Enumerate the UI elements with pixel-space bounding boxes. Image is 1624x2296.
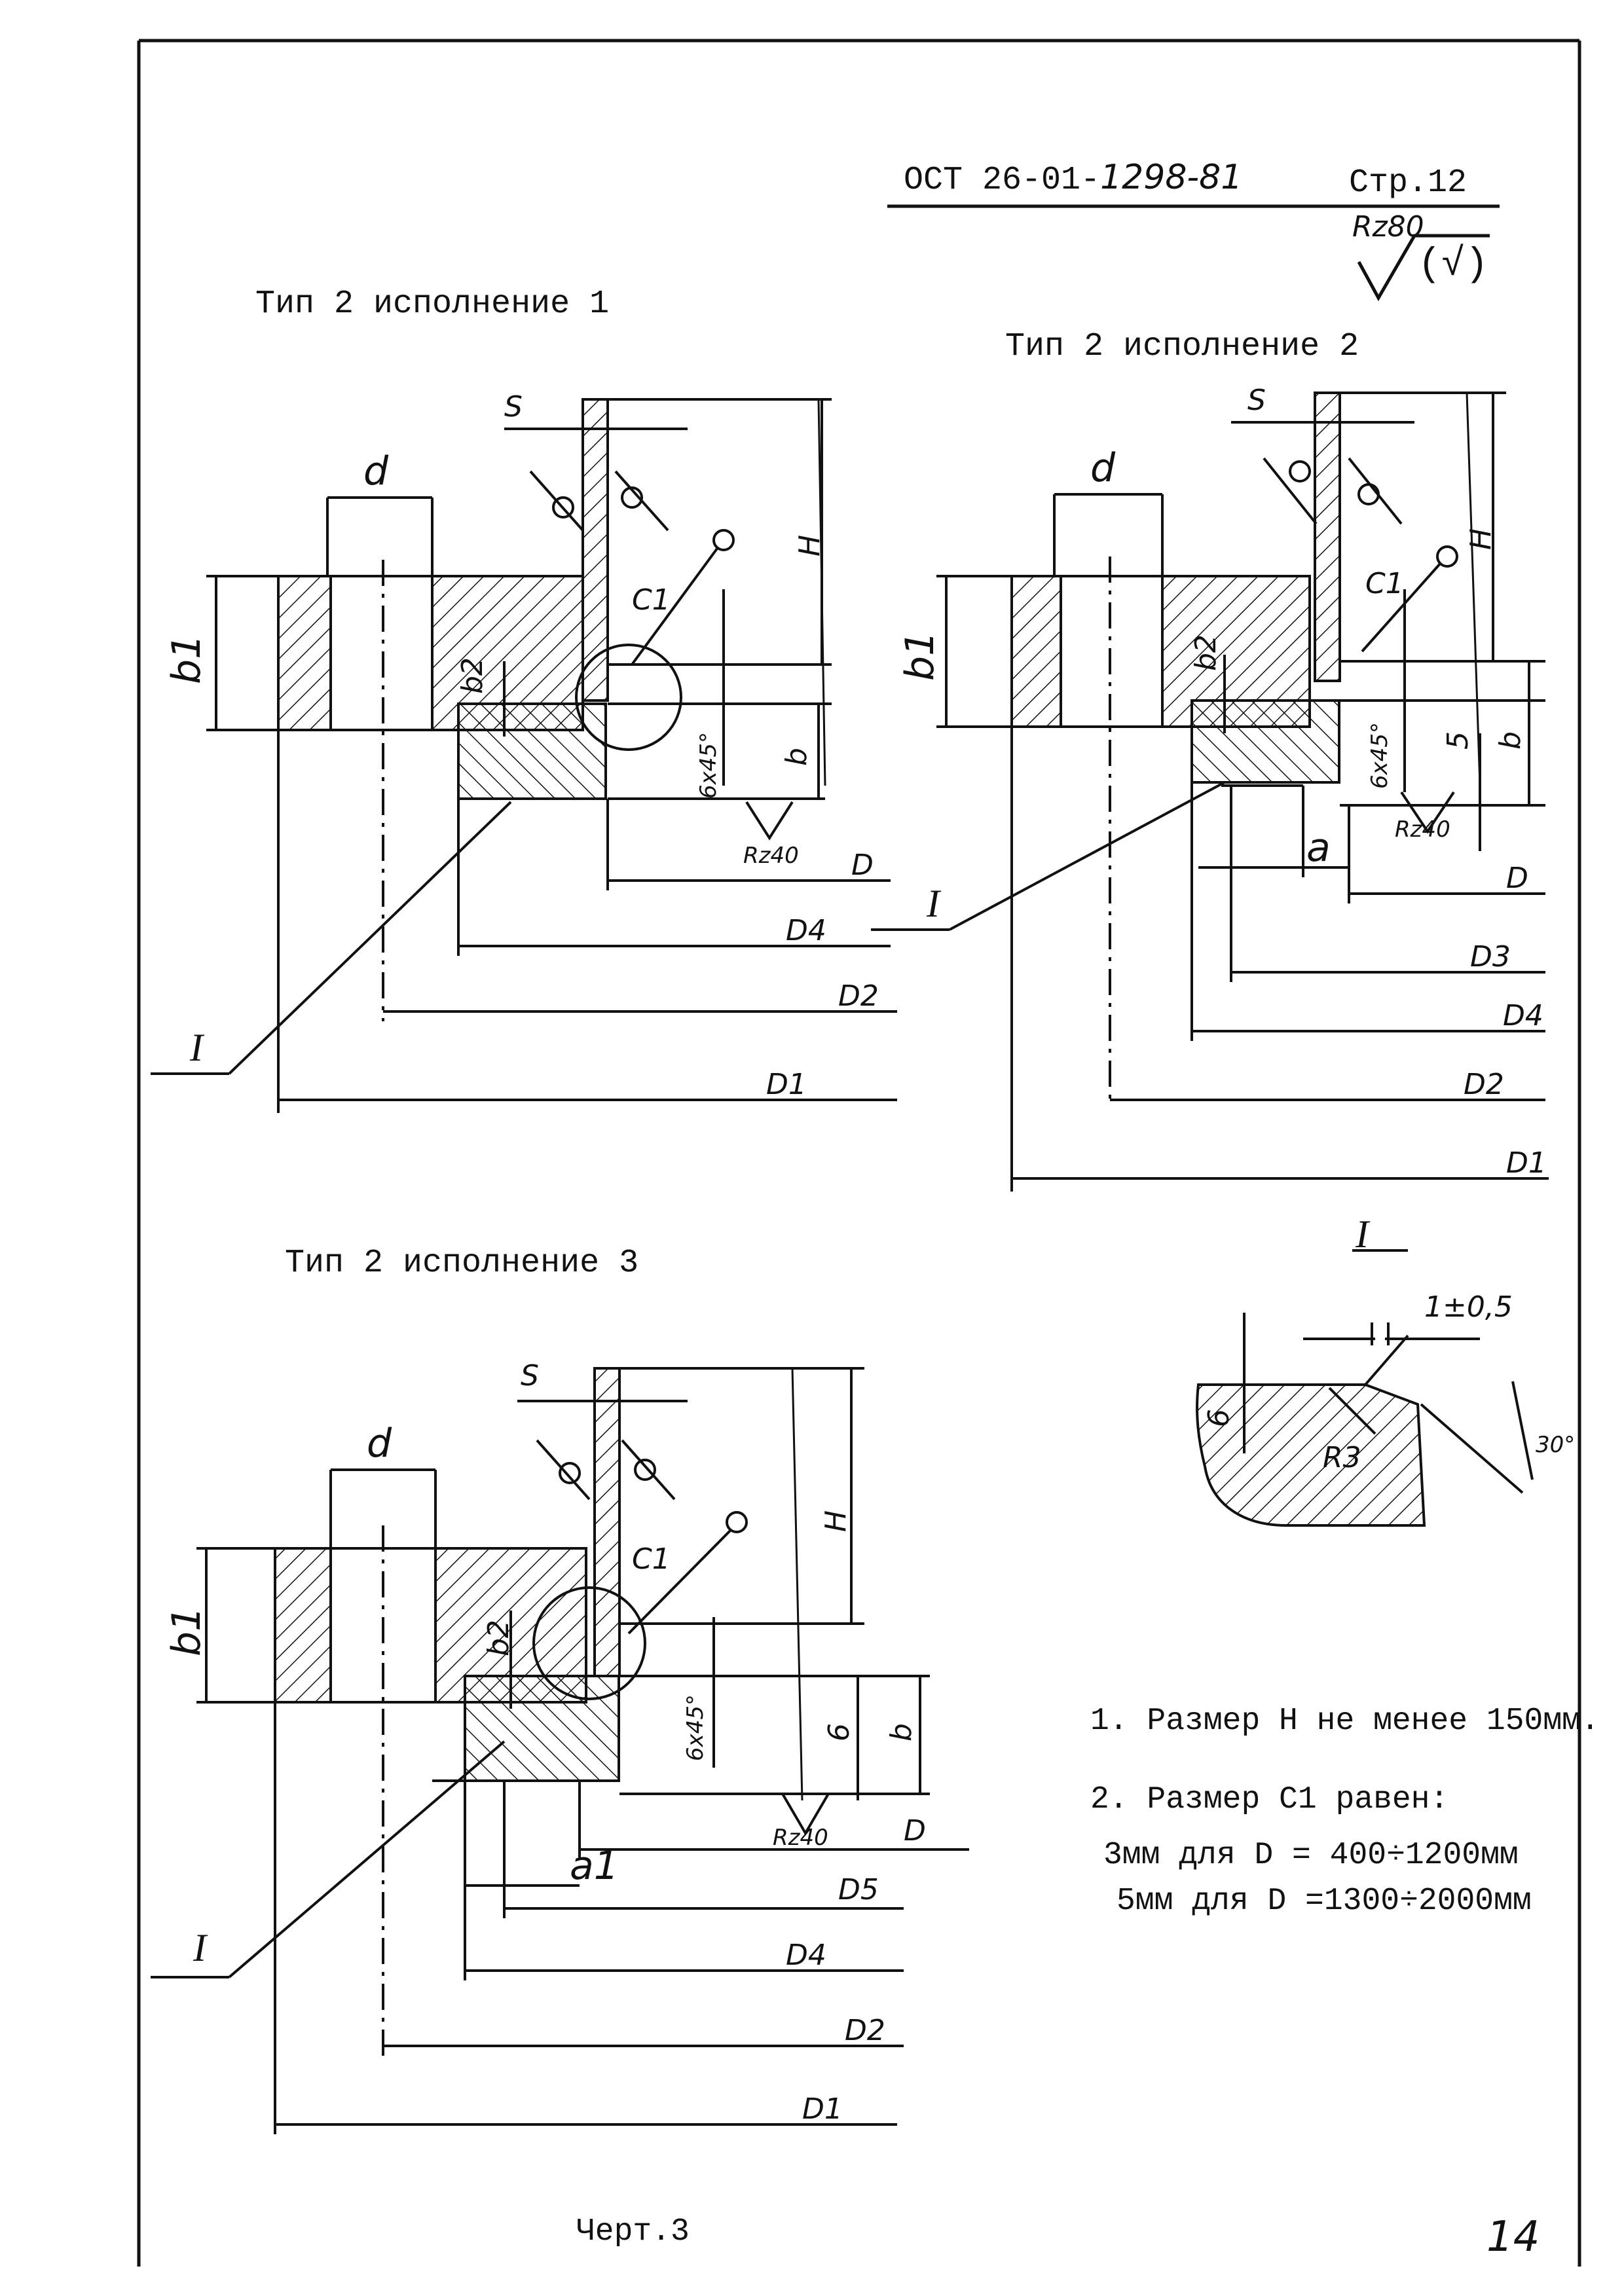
view-1-h-label: H	[793, 534, 826, 556]
detail-thickness: 6	[1202, 1409, 1236, 1427]
view-3-chamfer: 6x45°	[682, 1694, 709, 1761]
view-3-six-label: 6	[822, 1723, 856, 1741]
view-2-c1-label: C1	[1365, 567, 1404, 600]
drawing-reference: Черт.3	[576, 2214, 690, 2250]
detail-radius: R3	[1323, 1441, 1361, 1474]
view-2-b2-label: b2	[1189, 634, 1223, 671]
note-2-line-2: 5мм для D =1300÷2000мм	[1116, 1884, 1532, 1919]
view-2-chamfer: 6x45°	[1367, 721, 1393, 789]
view-1-b1-label: b1	[164, 634, 210, 684]
view-1-dim-D2: D2	[838, 979, 879, 1013]
view-2-s-label: S	[1247, 384, 1266, 417]
view-3-d-label: d	[367, 1421, 392, 1467]
standard-code: ОСТ 26-01-1298-81	[904, 160, 1242, 197]
roughness-suffix: (√)	[1418, 243, 1489, 287]
view-2-h-label: H	[1464, 528, 1498, 550]
view-3-dim-D2: D2	[845, 2014, 885, 2047]
view-2-dim-D3: D3	[1470, 940, 1511, 974]
view-3-dim-D4: D4	[786, 1939, 826, 1972]
view-2-d-label: d	[1090, 445, 1116, 491]
note-2: 2. Размер С1 равен:	[1090, 1782, 1449, 1817]
detail-view-geometry	[1196, 1249, 1534, 1527]
view-3-b-label: b	[885, 1723, 918, 1741]
view-1-dim-D: D	[851, 848, 874, 882]
view-2-dim-D: D	[1506, 862, 1528, 895]
view-1-dim-D4: D4	[786, 914, 826, 947]
standard-number: 1298-81	[1100, 158, 1243, 197]
view-2-dim-D4: D4	[1503, 999, 1543, 1032]
view-2-rz: Rz40	[1395, 816, 1450, 843]
view-3-s-label: S	[521, 1359, 539, 1393]
view-1-s-label: S	[504, 390, 523, 424]
view-3-dim-D1: D1	[802, 2092, 843, 2126]
view-3-dim-D: D	[904, 1814, 926, 1848]
view-3-b1-label: b1	[164, 1606, 210, 1656]
view-2-b-label: b	[1494, 731, 1527, 750]
detail-angle: 30°	[1536, 1432, 1576, 1458]
view-2-dim-D1: D1	[1506, 1146, 1547, 1180]
roughness-mark: Rz80	[1352, 210, 1424, 244]
view-3-detail-mark: I	[193, 1926, 206, 1969]
view-1-rz: Rz40	[743, 843, 799, 869]
note-1: 1. Размер Н не менее 150мм.	[1090, 1704, 1600, 1739]
view-1-dim-D1: D1	[766, 1068, 807, 1101]
view-1-b-label: b	[780, 748, 813, 766]
view-3-c1-label: C1	[632, 1542, 671, 1576]
page-frame	[137, 39, 1581, 2267]
view-2-a-label: a	[1306, 825, 1331, 871]
detail-gap: 1±0,5	[1424, 1290, 1513, 1324]
view-3-h-label: H	[819, 1510, 853, 1532]
view-3-title: Тип 2 исполнение 3	[285, 1245, 639, 1282]
note-2-line-1: 3мм для D = 400÷1200мм	[1103, 1838, 1519, 1873]
standard-prefix: ОСТ 26-01-	[904, 162, 1101, 199]
view-2-detail-mark: I	[927, 882, 940, 925]
view-1-d-label: d	[363, 448, 389, 494]
view-3-rz: Rz40	[773, 1825, 828, 1851]
view-1-title: Тип 2 исполнение 1	[255, 285, 610, 323]
sheet-number: 14	[1486, 2213, 1540, 2261]
view-3-b2-label: b2	[482, 1620, 515, 1656]
detail-title: I	[1356, 1212, 1369, 1256]
view-1-geometry	[151, 398, 897, 1113]
view-2-b1-label: b1	[897, 630, 943, 681]
view-2-geometry	[871, 392, 1549, 1192]
view-2-dim-D2: D2	[1464, 1068, 1504, 1101]
view-3-dim-D5: D5	[838, 1873, 879, 1906]
view-1-chamfer: 6x45°	[695, 731, 722, 799]
view-2-title: Тип 2 исполнение 2	[1005, 328, 1359, 365]
view-3-geometry	[151, 1367, 969, 2134]
view-3-a1-label: a1	[570, 1843, 619, 1889]
view-1-c1-label: C1	[632, 583, 671, 617]
view-1-detail-mark: I	[190, 1026, 203, 1069]
page-number: Стр.12	[1349, 164, 1467, 202]
view-1-b2-label: b2	[456, 657, 489, 694]
view-2-five-label: 5	[1441, 731, 1475, 750]
roughness-symbol	[1357, 234, 1490, 302]
